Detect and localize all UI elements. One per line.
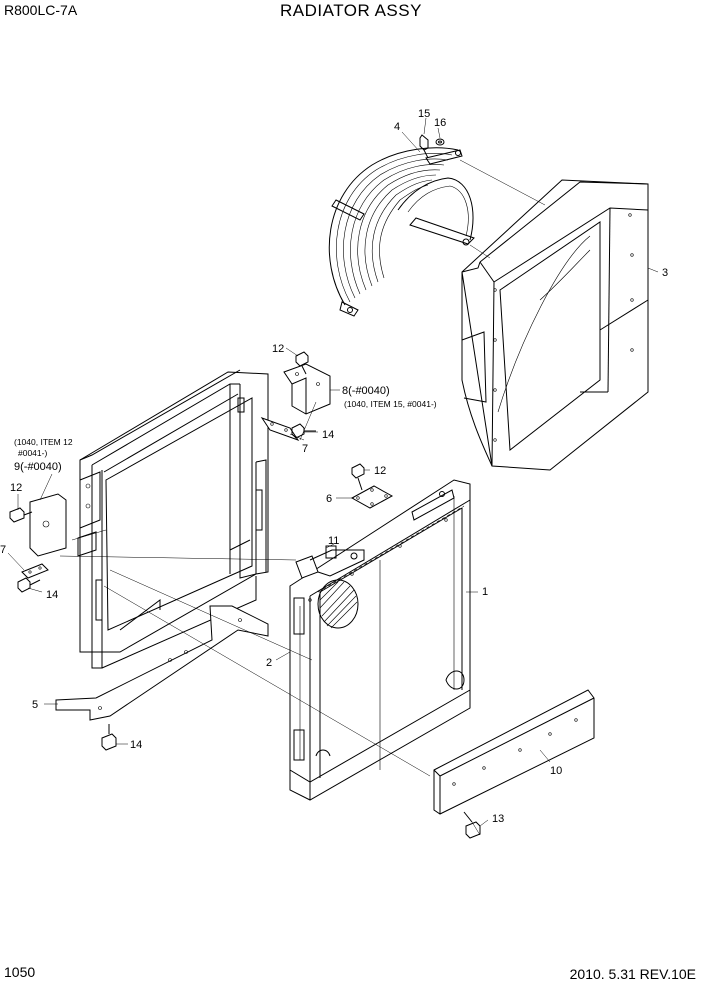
callout-7-center: 7 bbox=[302, 443, 308, 455]
callout-14-center: 14 bbox=[322, 429, 334, 441]
callout-13: 13 bbox=[492, 813, 504, 825]
callout-12-right: 12 bbox=[374, 465, 386, 477]
callout-9-note-1: (1040, ITEM 12 bbox=[14, 437, 73, 447]
plate-7-left bbox=[21, 563, 49, 579]
callout-leaders bbox=[7, 117, 659, 827]
bolt-12-left bbox=[9, 507, 33, 523]
fan-guard bbox=[328, 147, 475, 317]
plate-7-center bbox=[260, 417, 300, 441]
callout-12-left: 12 bbox=[10, 482, 22, 494]
callout-11: 11 bbox=[328, 535, 339, 547]
bolt-15 bbox=[419, 134, 429, 159]
page-number: 1050 bbox=[4, 964, 36, 980]
callout-6: 6 bbox=[326, 493, 332, 505]
callout-4: 4 bbox=[394, 121, 400, 133]
leader-fan-shroud bbox=[459, 159, 546, 206]
callout-14-bottom: 14 bbox=[130, 739, 142, 751]
callout-10: 10 bbox=[550, 765, 562, 777]
page-title: RADIATOR ASSY bbox=[280, 1, 422, 20]
callout-7-left: 7 bbox=[0, 544, 6, 556]
assembly-leader-lines bbox=[59, 401, 481, 836]
callout-16: 16 bbox=[434, 117, 446, 129]
callout-8: 8(-#0040) bbox=[342, 385, 390, 397]
callout-5: 5 bbox=[32, 699, 38, 711]
callout-15: 15 bbox=[418, 108, 430, 120]
radiator-core bbox=[289, 479, 471, 801]
callout-9-note-2: #0041-) bbox=[18, 448, 47, 458]
callout-3: 3 bbox=[662, 267, 668, 279]
callout-1: 1 bbox=[482, 586, 488, 598]
cover-plate-6 bbox=[350, 485, 394, 509]
bottom-plate-10 bbox=[433, 689, 595, 815]
bolt-14-left bbox=[17, 577, 41, 593]
left-frame bbox=[77, 369, 269, 669]
bolt-14-center bbox=[291, 423, 316, 439]
bolt-14-bottom bbox=[101, 724, 117, 751]
bolt-12-top bbox=[295, 351, 309, 375]
shroud bbox=[461, 179, 649, 471]
callout-12-top: 12 bbox=[272, 343, 284, 355]
revision-date: 2010. 5.31 REV.10E bbox=[569, 966, 696, 982]
bolt-13 bbox=[463, 811, 481, 839]
callout-2: 2 bbox=[266, 657, 272, 669]
bracket-8 bbox=[283, 363, 331, 415]
model-code: R800LC-7A bbox=[4, 2, 78, 18]
leader-fan-shroud-2 bbox=[469, 244, 491, 259]
callout-14-left: 14 bbox=[46, 589, 58, 601]
washer-16 bbox=[435, 138, 445, 146]
bracket-9 bbox=[29, 493, 67, 557]
bottom-bracket-5 bbox=[55, 605, 269, 721]
bolt-12-right bbox=[351, 463, 365, 491]
hose-11 bbox=[295, 545, 365, 579]
callout-8-note: (1040, ITEM 15, #0041-) bbox=[344, 399, 437, 409]
callout-9: 9(-#0040) bbox=[14, 461, 62, 473]
callout-labels: 1 2 3 4 5 6 7 7 8(-#0040) (1040, ITEM 15… bbox=[0, 108, 668, 825]
